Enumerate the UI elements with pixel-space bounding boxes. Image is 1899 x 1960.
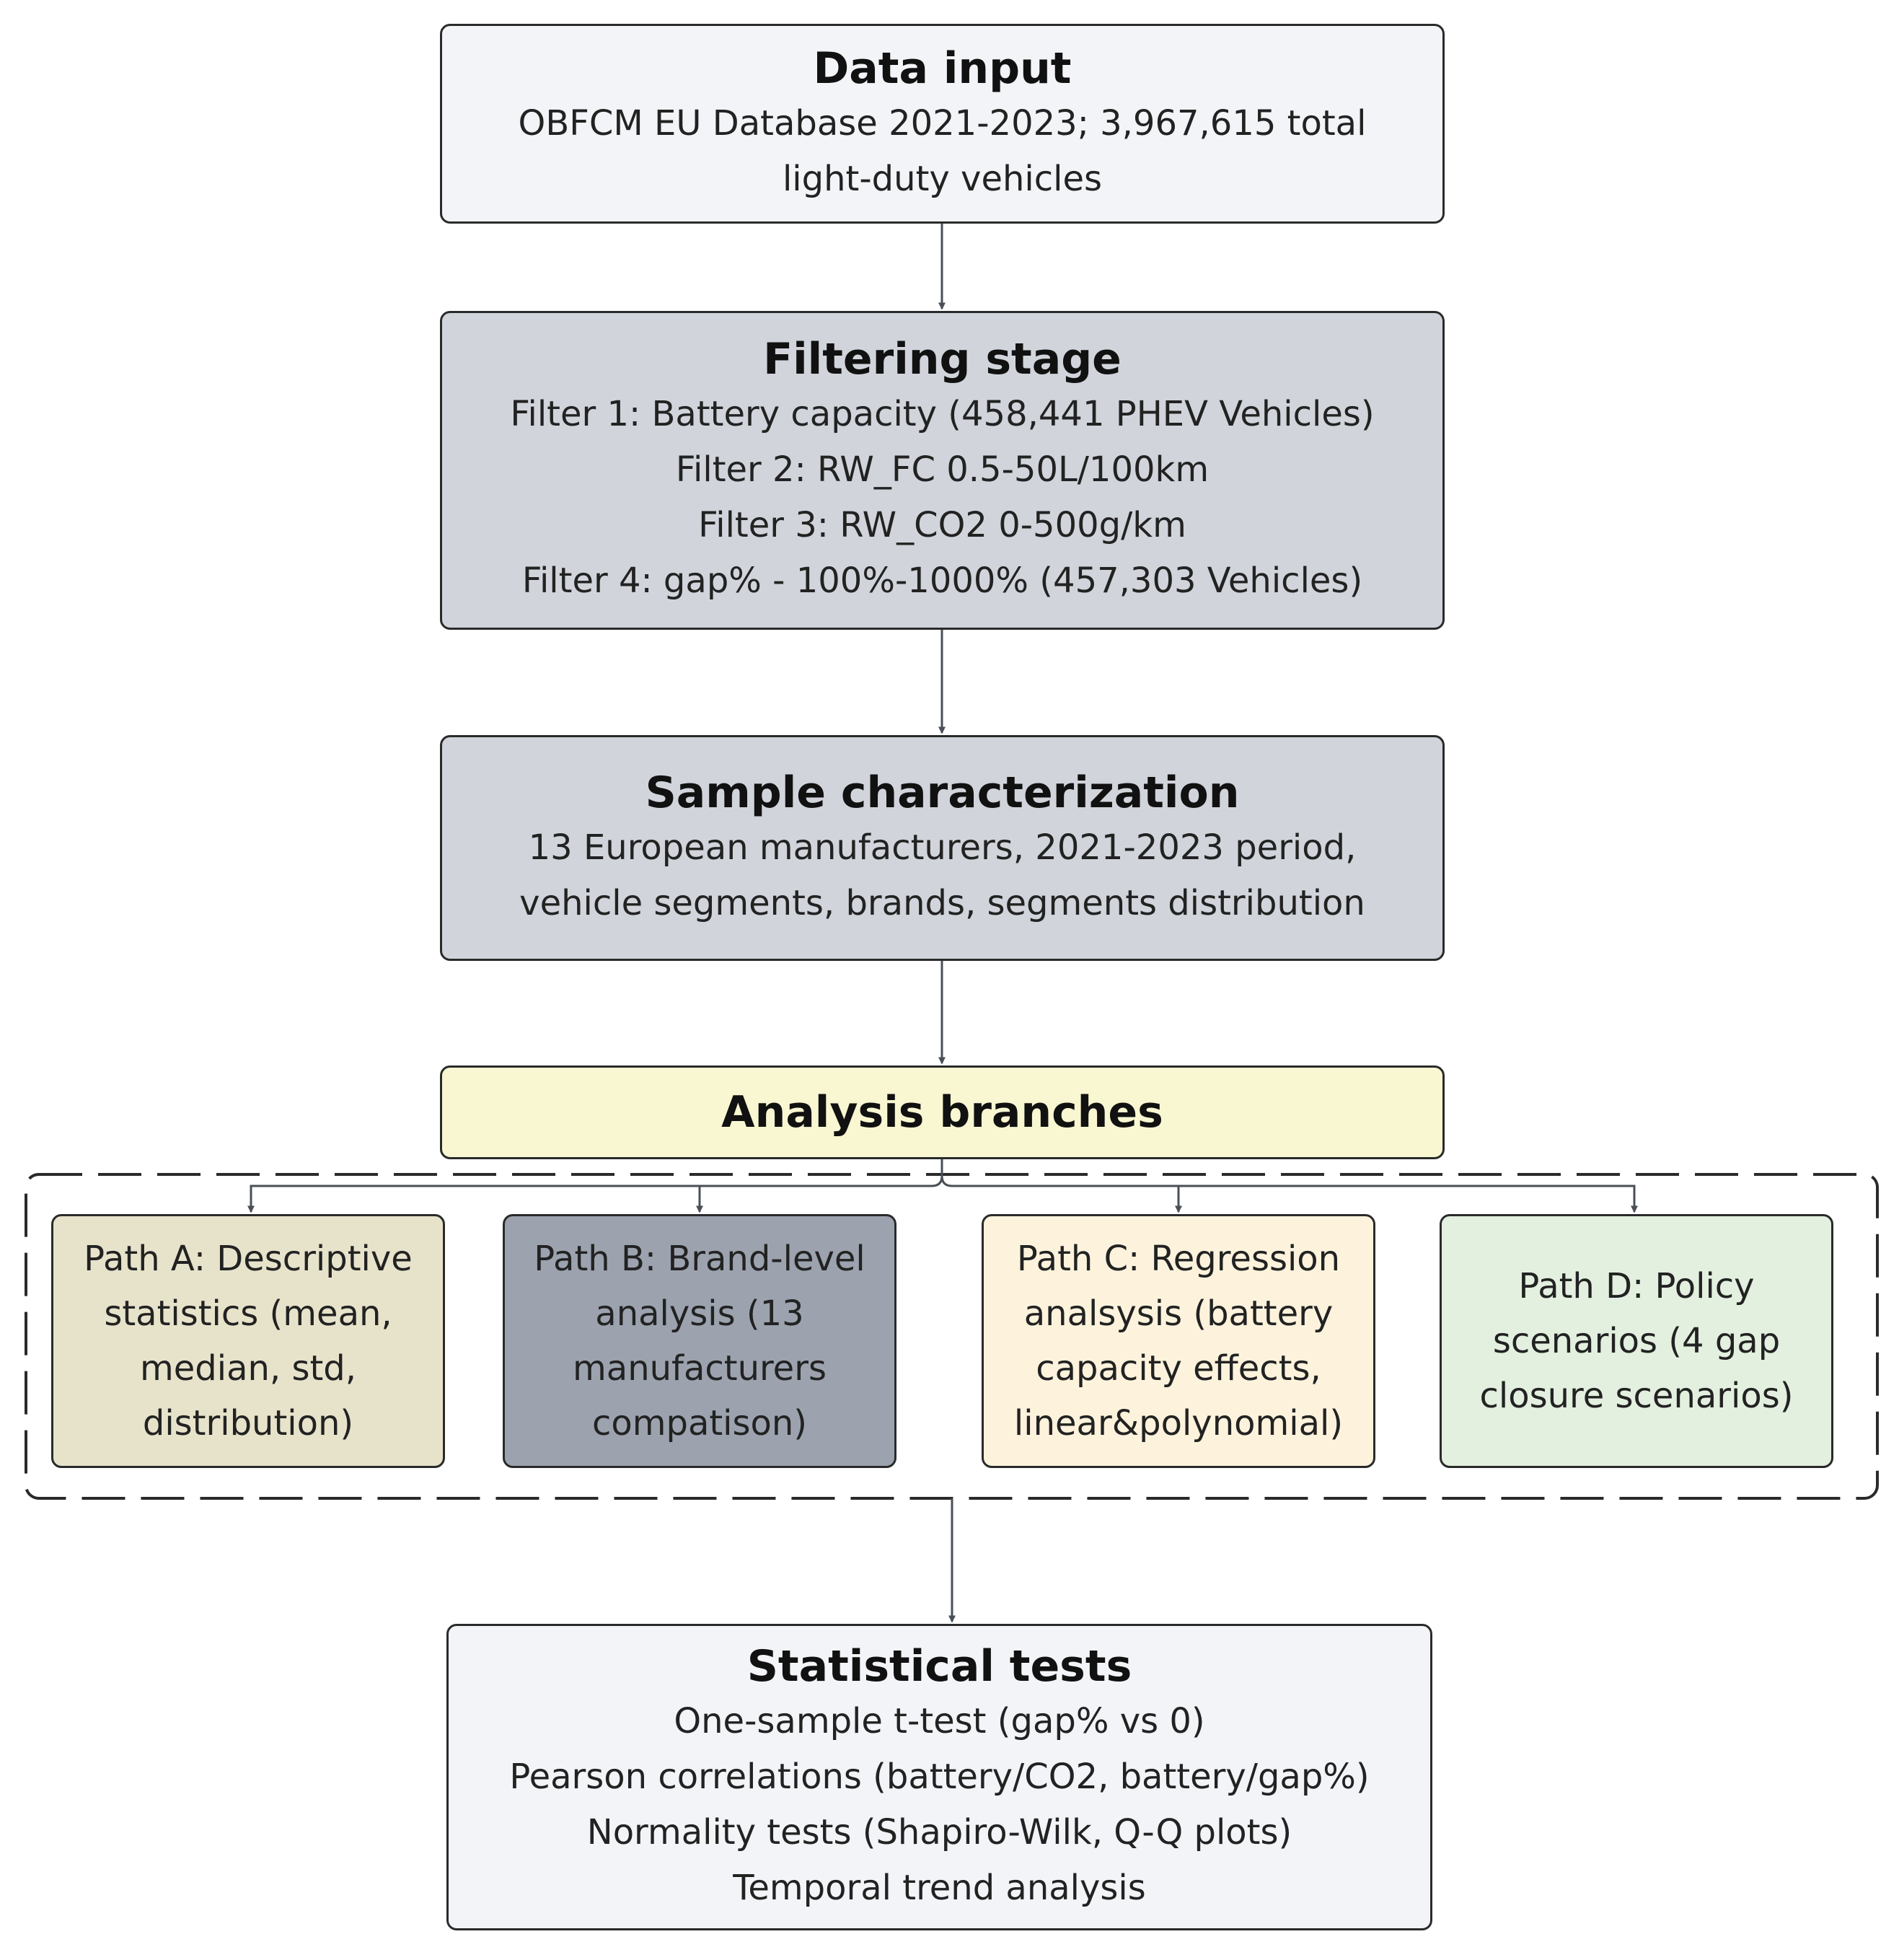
filtering-stage-title: Filtering stage [763, 334, 1122, 384]
filter-4-line: Filter 4: gap% - 100%-1000% (457,303 Veh… [521, 561, 1363, 601]
sample-characterization-title: Sample characterization [645, 767, 1240, 818]
data-input-line-1: OBFCM EU Database 2021-2023; 3,967,615 t… [518, 102, 1367, 144]
path-b-line-1: Path B: Brand-level [534, 1239, 865, 1279]
sample-line-2: vehicle segments, brands, segments distr… [519, 882, 1365, 923]
filter-3-line: Filter 3: RW_CO2 0-500g/km [698, 505, 1186, 545]
statistical-test-line-3: Normality tests (Shapiro-Wilk, Q-Q plots… [586, 1811, 1292, 1853]
path-a-line-4: distribution) [142, 1403, 354, 1443]
analysis-branches-title: Analysis branches [721, 1087, 1163, 1138]
path-b-line-2: analysis (13 [595, 1293, 804, 1334]
branch-connector-left [247, 1159, 943, 1213]
path-a-node: Path A: Descriptive statistics (mean, me… [51, 1214, 445, 1468]
sample-characterization-node: Sample characterization 13 European manu… [440, 735, 1445, 961]
filter-1-line: Filter 1: Battery capacity (458,441 PHEV… [510, 394, 1375, 434]
path-d-line-1: Path D: Policy [1518, 1266, 1755, 1306]
path-b-node: Path B: Brand-level analysis (13 manufac… [503, 1214, 896, 1468]
path-a-line-2: statistics (mean, [104, 1293, 392, 1334]
path-c-line-1: Path C: Regression [1016, 1239, 1341, 1279]
sample-line-1: 13 European manufacturers, 2021-2023 per… [528, 827, 1357, 868]
filter-2-line: Filter 2: RW_FC 0.5-50L/100km [675, 449, 1210, 490]
branch-connector-right [940, 1159, 1638, 1213]
statistical-test-line-4: Temporal trend analysis [733, 1867, 1146, 1908]
path-a-line-3: median, std, [140, 1348, 356, 1389]
statistical-tests-node: Statistical tests One-sample t-test (gap… [446, 1624, 1432, 1930]
data-input-title: Data input [813, 43, 1072, 94]
statistical-test-line-2: Pearson correlations (battery/CO2, batte… [509, 1756, 1370, 1797]
analysis-branches-node: Analysis branches [440, 1065, 1445, 1159]
path-c-node: Path C: Regression analsysis (battery ca… [982, 1214, 1375, 1468]
path-a-line-1: Path A: Descriptive [84, 1239, 413, 1279]
path-d-line-2: scenarios (4 gap [1492, 1321, 1781, 1361]
path-b-line-4: compatison) [591, 1403, 808, 1443]
data-input-line-2: light-duty vehicles [782, 158, 1103, 199]
statistical-tests-title: Statistical tests [746, 1640, 1132, 1692]
path-c-line-4: linear&polynomial) [1013, 1403, 1344, 1443]
path-c-line-2: analsysis (battery [1023, 1293, 1334, 1334]
path-c-line-3: capacity effects, [1036, 1348, 1321, 1389]
path-b-line-3: manufacturers [573, 1348, 827, 1389]
statistical-test-line-1: One-sample t-test (gap% vs 0) [674, 1700, 1205, 1741]
path-d-line-3: closure scenarios) [1479, 1376, 1794, 1416]
filtering-stage-node: Filtering stage Filter 1: Battery capaci… [440, 311, 1445, 630]
data-input-node: Data input OBFCM EU Database 2021-2023; … [440, 24, 1445, 224]
path-d-node: Path D: Policy scenarios (4 gap closure … [1440, 1214, 1833, 1468]
